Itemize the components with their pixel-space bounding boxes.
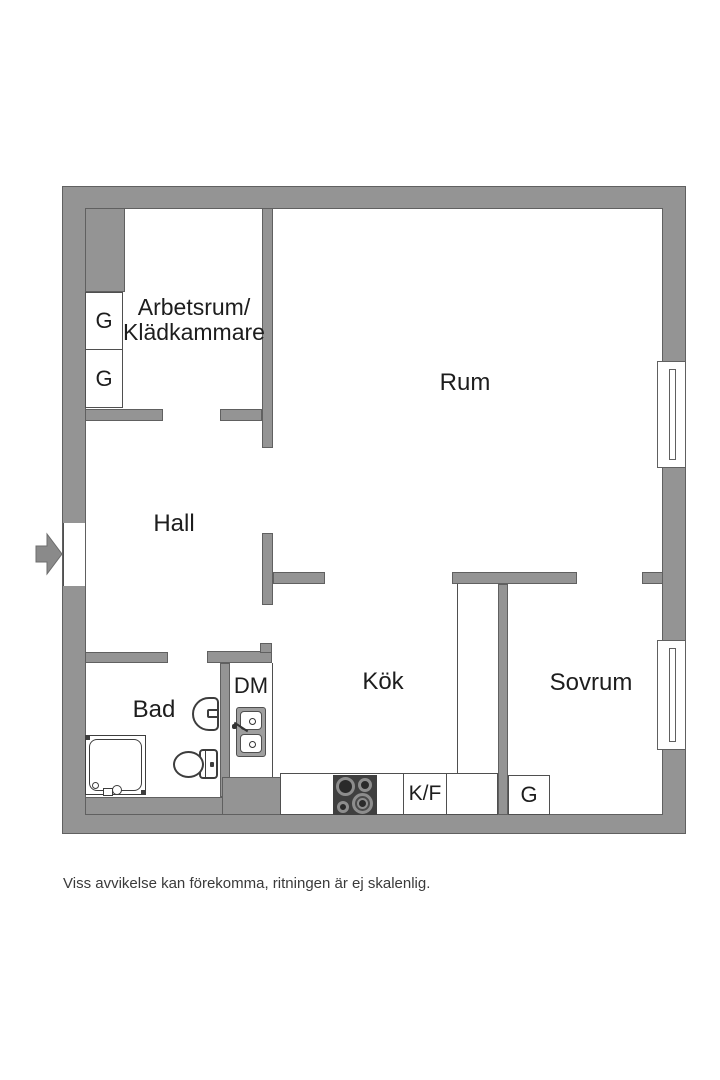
room-label-hall: Hall (114, 511, 234, 536)
shower-mixer-knob (112, 785, 122, 795)
wardrobe-label: G (95, 308, 113, 333)
sink-basin (240, 711, 262, 730)
label-dishwasher: DM (221, 673, 281, 698)
entrance-arrow-icon (35, 532, 63, 576)
room-label-line: Arbetsrum/ (137, 294, 251, 320)
window-sovrum (657, 640, 686, 750)
burner-large (352, 793, 373, 814)
room-label-text: Hall (153, 510, 195, 537)
room-label-arbetsrum: Arbetsrum/ Klädkammare (118, 295, 270, 345)
shower (85, 735, 146, 796)
window-pane (669, 369, 676, 460)
wardrobe-g2: G (85, 349, 123, 408)
toilet-bowl (173, 751, 204, 778)
shower-drain (92, 782, 99, 789)
sink-basin (240, 734, 262, 753)
room-label-text: Rum (439, 369, 491, 396)
wall-kok-sovrum (498, 584, 508, 815)
dm-niche-right-line (272, 663, 273, 777)
room-label-bad: Bad (94, 697, 214, 722)
sink-drain (249, 741, 256, 748)
bathroom-sink-tap (207, 709, 219, 718)
wardrobe-label: G (520, 782, 538, 807)
dishwasher-label-text: DM (233, 673, 269, 698)
window-pane (669, 648, 676, 742)
entrance-door-line (63, 523, 64, 586)
room-label-rum: Rum (405, 370, 525, 395)
burner (337, 801, 349, 813)
wall-hall-tee-horizontal (273, 572, 325, 584)
wall-under-dm-block (222, 777, 282, 815)
fridge-freezer-label: K/F (408, 782, 442, 805)
room-label-text: Bad (132, 696, 176, 723)
wall-arbetsrum-door-right (220, 409, 262, 421)
wall-hall-tee-vertical (262, 533, 273, 605)
wall-arbetsrum-door-left (85, 409, 163, 421)
burner (358, 778, 372, 792)
room-label-text: Kök (362, 668, 404, 695)
entrance-opening (63, 523, 85, 586)
room-label-sovrum: Sovrum (531, 670, 651, 695)
sink-faucet-base (232, 724, 237, 729)
stove (333, 775, 377, 815)
fridge-freezer: K/F (403, 773, 447, 815)
toilet-flush-button (210, 762, 214, 767)
burner-inner-ring (357, 798, 368, 809)
kitchen-counter (280, 773, 498, 815)
room-label-text: Sovrum (549, 669, 633, 696)
room-label-line: Klädkammare (123, 319, 265, 345)
wall-bad-top-left (85, 652, 168, 663)
wardrobe-label: G (95, 365, 113, 391)
shower-corner-mark (86, 736, 90, 740)
wall-sovrum-door-stub (642, 572, 663, 584)
sink-drain (249, 718, 256, 725)
wall-bad-bump (260, 643, 272, 653)
shower-corner-mark (141, 790, 145, 794)
window-rum (657, 361, 686, 468)
burner (336, 777, 355, 796)
toilet-tank-line (205, 751, 206, 777)
wardrobe-g3: G (508, 775, 550, 815)
toilet-tank (199, 749, 218, 779)
disclaimer-text: Viss avvikelse kan förekomma, ritningen … (63, 875, 431, 892)
wall-kok-top (452, 572, 577, 584)
room-label-kok: Kök (323, 669, 443, 694)
kok-boundary-line (457, 584, 458, 773)
wall-bad-top-right (207, 651, 272, 663)
kitchen-sink (232, 707, 266, 757)
wall-top-left-block (85, 208, 125, 292)
wall-arbetsrum-rum (262, 208, 273, 448)
